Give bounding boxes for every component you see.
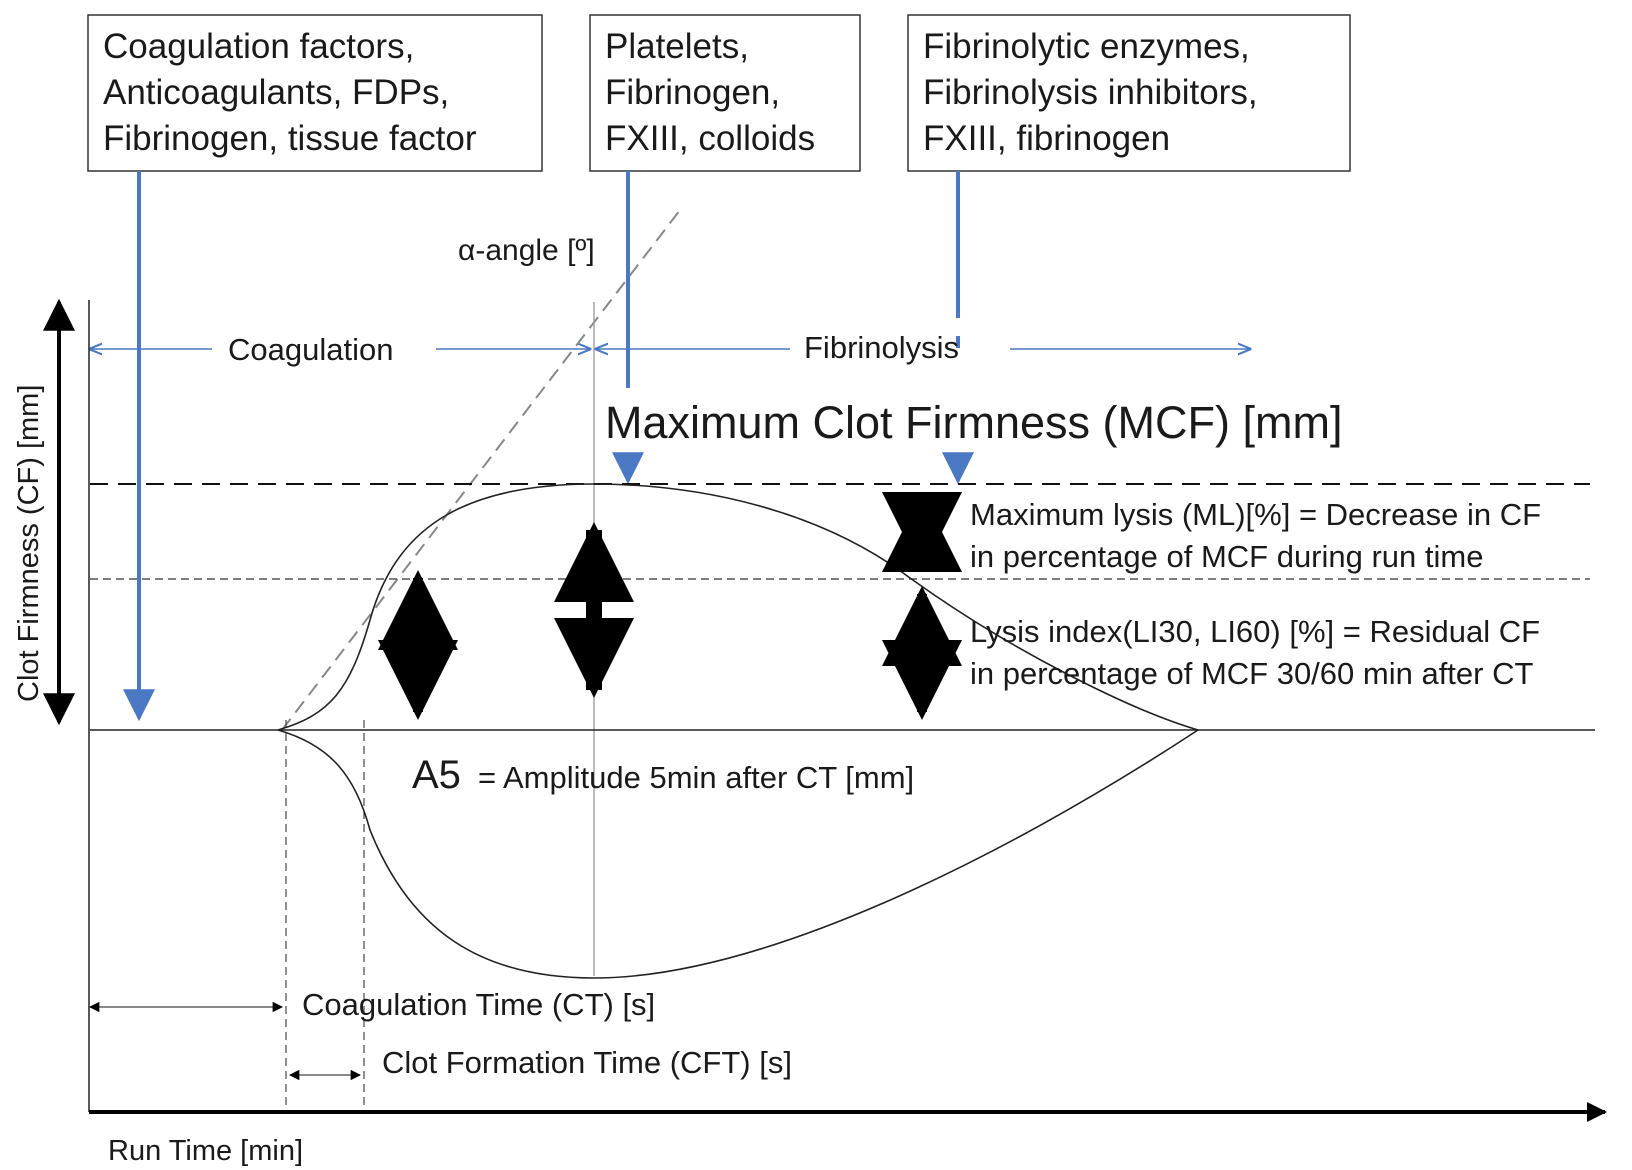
label-cft: Clot Formation Time (CFT) [s]: [382, 1045, 792, 1080]
label-ct: Coagulation Time (CT) [s]: [302, 987, 655, 1022]
label-mcf: Maximum Clot Firmness (MCF) [mm]: [605, 397, 1342, 448]
label-ml-line1: Maximum lysis (ML)[%] = Decrease in CF: [970, 497, 1541, 532]
label-ml-line2: in percentage of MCF during run time: [970, 539, 1483, 574]
x-axis-label: Run Time [min]: [108, 1135, 303, 1167]
label-a5: A5: [412, 753, 461, 797]
label-coagulation: Coagulation: [228, 332, 393, 367]
box-coagulation-factors: Coagulation factors, Anticoagulants, FDP…: [87, 14, 543, 172]
box-plt-line3: FXIII, colloids: [605, 119, 815, 158]
tem-curve-lower: [277, 729, 1199, 979]
box-fib-line1: Fibrinolytic enzymes,: [923, 27, 1250, 66]
box-plt-line2: Fibrinogen,: [605, 73, 780, 112]
alpha-angle-tangent: [281, 209, 681, 731]
y-axis-label: Clot Firmness (CF) [mm]: [13, 385, 45, 702]
tem-curve-upper: [277, 483, 1199, 731]
box-platelets: Platelets, Fibrinogen, FXIII, colloids: [589, 14, 861, 172]
box-coag-line2: Anticoagulants, FDPs,: [103, 73, 449, 112]
box-coag-line1: Coagulation factors,: [103, 27, 414, 66]
label-alpha-angle: α-angle [º]: [458, 234, 595, 267]
box-coag-line3: Fibrinogen, tissue factor: [103, 119, 477, 158]
label-li-line2: in percentage of MCF 30/60 min after CT: [970, 656, 1533, 691]
box-fib-line3: FXIII, fibrinogen: [923, 119, 1170, 158]
box-plt-line1: Platelets,: [605, 27, 749, 66]
label-fibrinolysis: Fibrinolysis: [804, 330, 959, 365]
label-li-line1: Lysis index(LI30, LI60) [%] = Residual C…: [970, 614, 1540, 649]
label-a5-desc: = Amplitude 5min after CT [mm]: [478, 760, 914, 795]
box-fibrinolytic: Fibrinolytic enzymes, Fibrinolysis inhib…: [907, 14, 1351, 172]
box-fib-line2: Fibrinolysis inhibitors,: [923, 73, 1258, 112]
